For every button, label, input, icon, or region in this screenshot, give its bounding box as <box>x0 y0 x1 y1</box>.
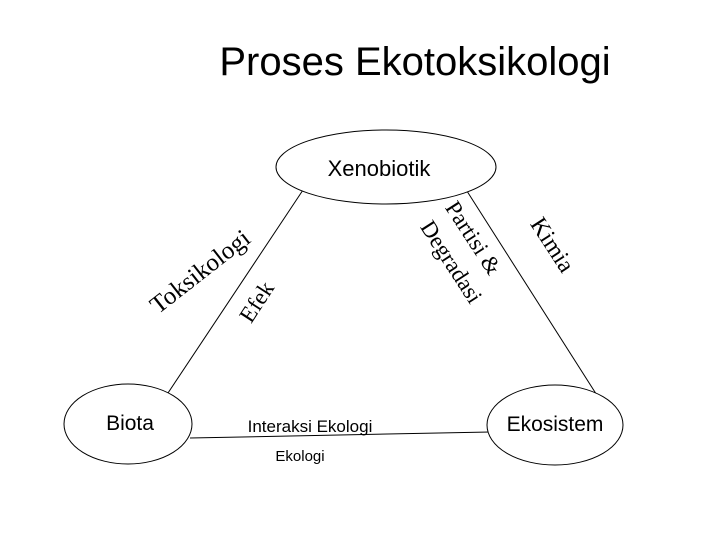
node-biota-label: Biota <box>106 412 154 435</box>
edge-label-interaksi-ekologi: Interaksi Ekologi <box>248 417 373 436</box>
edge-label-efek: Efek <box>234 276 279 326</box>
page-title: Proses Ekotoksikologi <box>219 40 611 84</box>
node-ekosistem-label: Ekosistem <box>507 413 604 436</box>
edge-line-right <box>457 176 601 401</box>
node-xenobiotik-label: Xenobiotik <box>328 156 432 181</box>
node-ekosistem-ellipse <box>486 384 624 466</box>
edge-label-kimia: Kimia <box>525 213 580 278</box>
edge-line-left <box>161 186 306 403</box>
edge-line-bottom <box>189 431 491 439</box>
node-xenobiotik-ellipse <box>275 129 497 205</box>
edge-label-ekologi: Ekologi <box>275 448 324 465</box>
node-biota-ellipse <box>63 383 193 465</box>
